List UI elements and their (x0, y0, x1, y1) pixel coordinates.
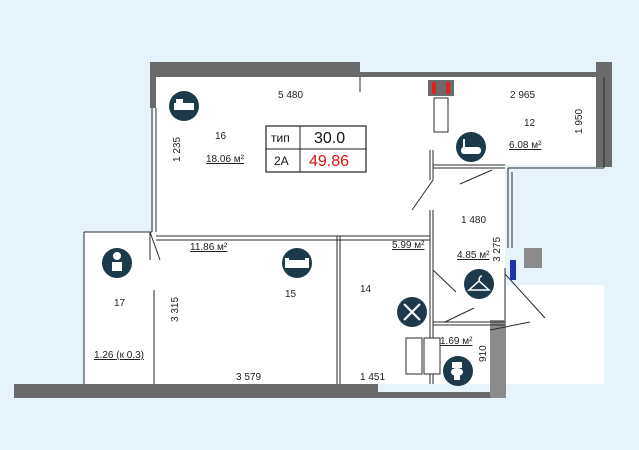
dimensions: 5 480 2 965 1 950 1 235 1 480 3 275 3 31… (170, 90, 585, 383)
room-area-16: 18.06 м² (206, 154, 245, 165)
stove (405, 337, 423, 375)
dim-3579: 3 579 (236, 372, 261, 383)
room-number-12: 12 (524, 118, 536, 129)
plan-type-box: тип 2A 30.0 49.86 (265, 125, 367, 173)
sofa-icon (282, 248, 312, 278)
room-area-13: 4.85 м² (457, 250, 490, 261)
type-code: 2A (274, 154, 289, 168)
dim-1451: 1 451 (360, 372, 385, 383)
room-area-17: 1.26 (к 0.3) (94, 350, 144, 361)
dim-3275: 3 275 (492, 237, 503, 262)
dim-910: 910 (478, 345, 489, 362)
room-area-14: 5.99 м² (392, 240, 425, 251)
bath-icon (456, 132, 486, 162)
red-duct-marker-2 (446, 82, 450, 94)
plant-icon (102, 248, 132, 278)
toilet-icon (443, 356, 473, 386)
room-number-17: 17 (114, 298, 126, 309)
room-area-15: 11.86 м² (190, 242, 228, 253)
room-number-16: 16 (215, 131, 227, 142)
area-total: 49.86 (309, 153, 349, 170)
outer-walls (14, 62, 612, 398)
area-living: 30.0 (314, 130, 345, 147)
room-number-15: 15 (285, 289, 297, 300)
dim-top-left: 5 480 (278, 90, 303, 101)
room-labels: 16 18.06 м² 12 6.08 м² 15 11.86 м² 14 5.… (94, 118, 542, 361)
room-area-18: 1.69 м² (440, 336, 473, 347)
room-area-12: 6.08 м² (509, 140, 542, 151)
wall-lines (83, 77, 605, 384)
fixtures (405, 80, 516, 375)
dim-top-right: 2 965 (510, 90, 535, 101)
doors (149, 169, 546, 331)
dim-left-vertical: 1 235 (172, 137, 183, 162)
type-label: тип (271, 131, 290, 145)
hanger-icon (464, 269, 494, 299)
dining-icon (397, 297, 427, 327)
dim-3315: 3 315 (170, 297, 181, 322)
washing-machine (433, 97, 449, 133)
red-duct-marker (432, 82, 436, 94)
dim-right-vertical: 1 950 (574, 109, 585, 134)
dim-1480: 1 480 (461, 215, 486, 226)
sink-unit (423, 337, 441, 375)
meter-marker (510, 260, 516, 280)
bed-icon (169, 91, 199, 121)
floor-area (84, 72, 604, 384)
room-number-14: 14 (360, 284, 372, 295)
